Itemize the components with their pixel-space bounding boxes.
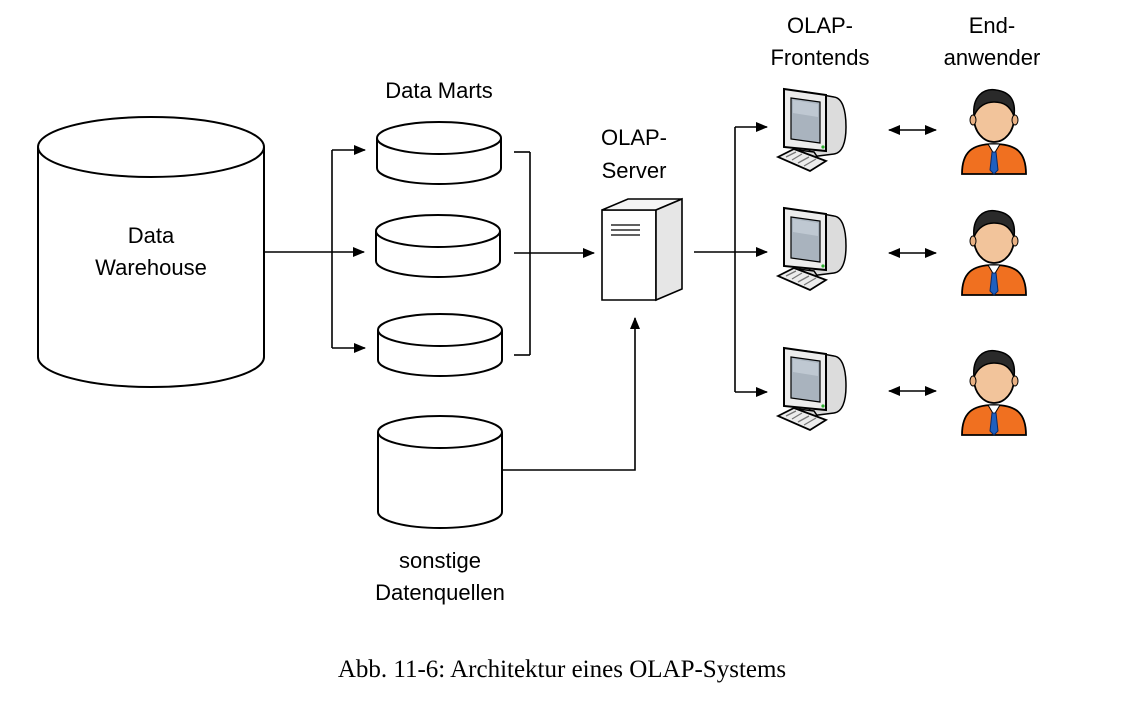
end-user-icon	[961, 209, 1027, 296]
data-mart-cylinder	[376, 121, 502, 185]
computer-icon	[777, 347, 847, 431]
server-to-frontends-connector	[694, 122, 768, 397]
server-icon	[601, 197, 683, 302]
figure-caption: Abb. 11-6: Architektur eines OLAP-System…	[338, 656, 786, 683]
frontends-label-line1: OLAP-	[787, 13, 853, 38]
data-mart-cylinder	[377, 313, 503, 377]
data-warehouse-label-line1: Data	[128, 223, 175, 248]
other-sources-label-line1: sonstige	[399, 548, 481, 573]
end-user-icon	[961, 349, 1027, 436]
computer-icon	[777, 207, 847, 291]
olap-server-label-line1: OLAP-	[601, 125, 667, 150]
sources-to-server-connector	[502, 317, 640, 471]
end-user-icon	[961, 88, 1027, 175]
data-mart-cylinder	[375, 214, 501, 278]
computer-icon	[777, 88, 847, 172]
olap-server-label-line2: Server	[602, 158, 667, 183]
frontends-label-line2: Frontends	[770, 45, 869, 70]
other-sources-cylinder	[377, 415, 503, 529]
end-users-label-line2: anwender	[944, 45, 1041, 70]
data-marts-label: Data Marts	[385, 78, 493, 103]
warehouse-to-marts-connector	[264, 145, 366, 353]
bidirectional-arrows	[888, 125, 937, 396]
marts-to-server-connector	[514, 151, 595, 356]
end-users-label-line1: End-	[969, 13, 1015, 38]
other-sources-label-line2: Datenquellen	[375, 580, 505, 605]
data-warehouse-label-line2: Warehouse	[95, 255, 207, 280]
data-warehouse-cylinder	[37, 116, 265, 388]
